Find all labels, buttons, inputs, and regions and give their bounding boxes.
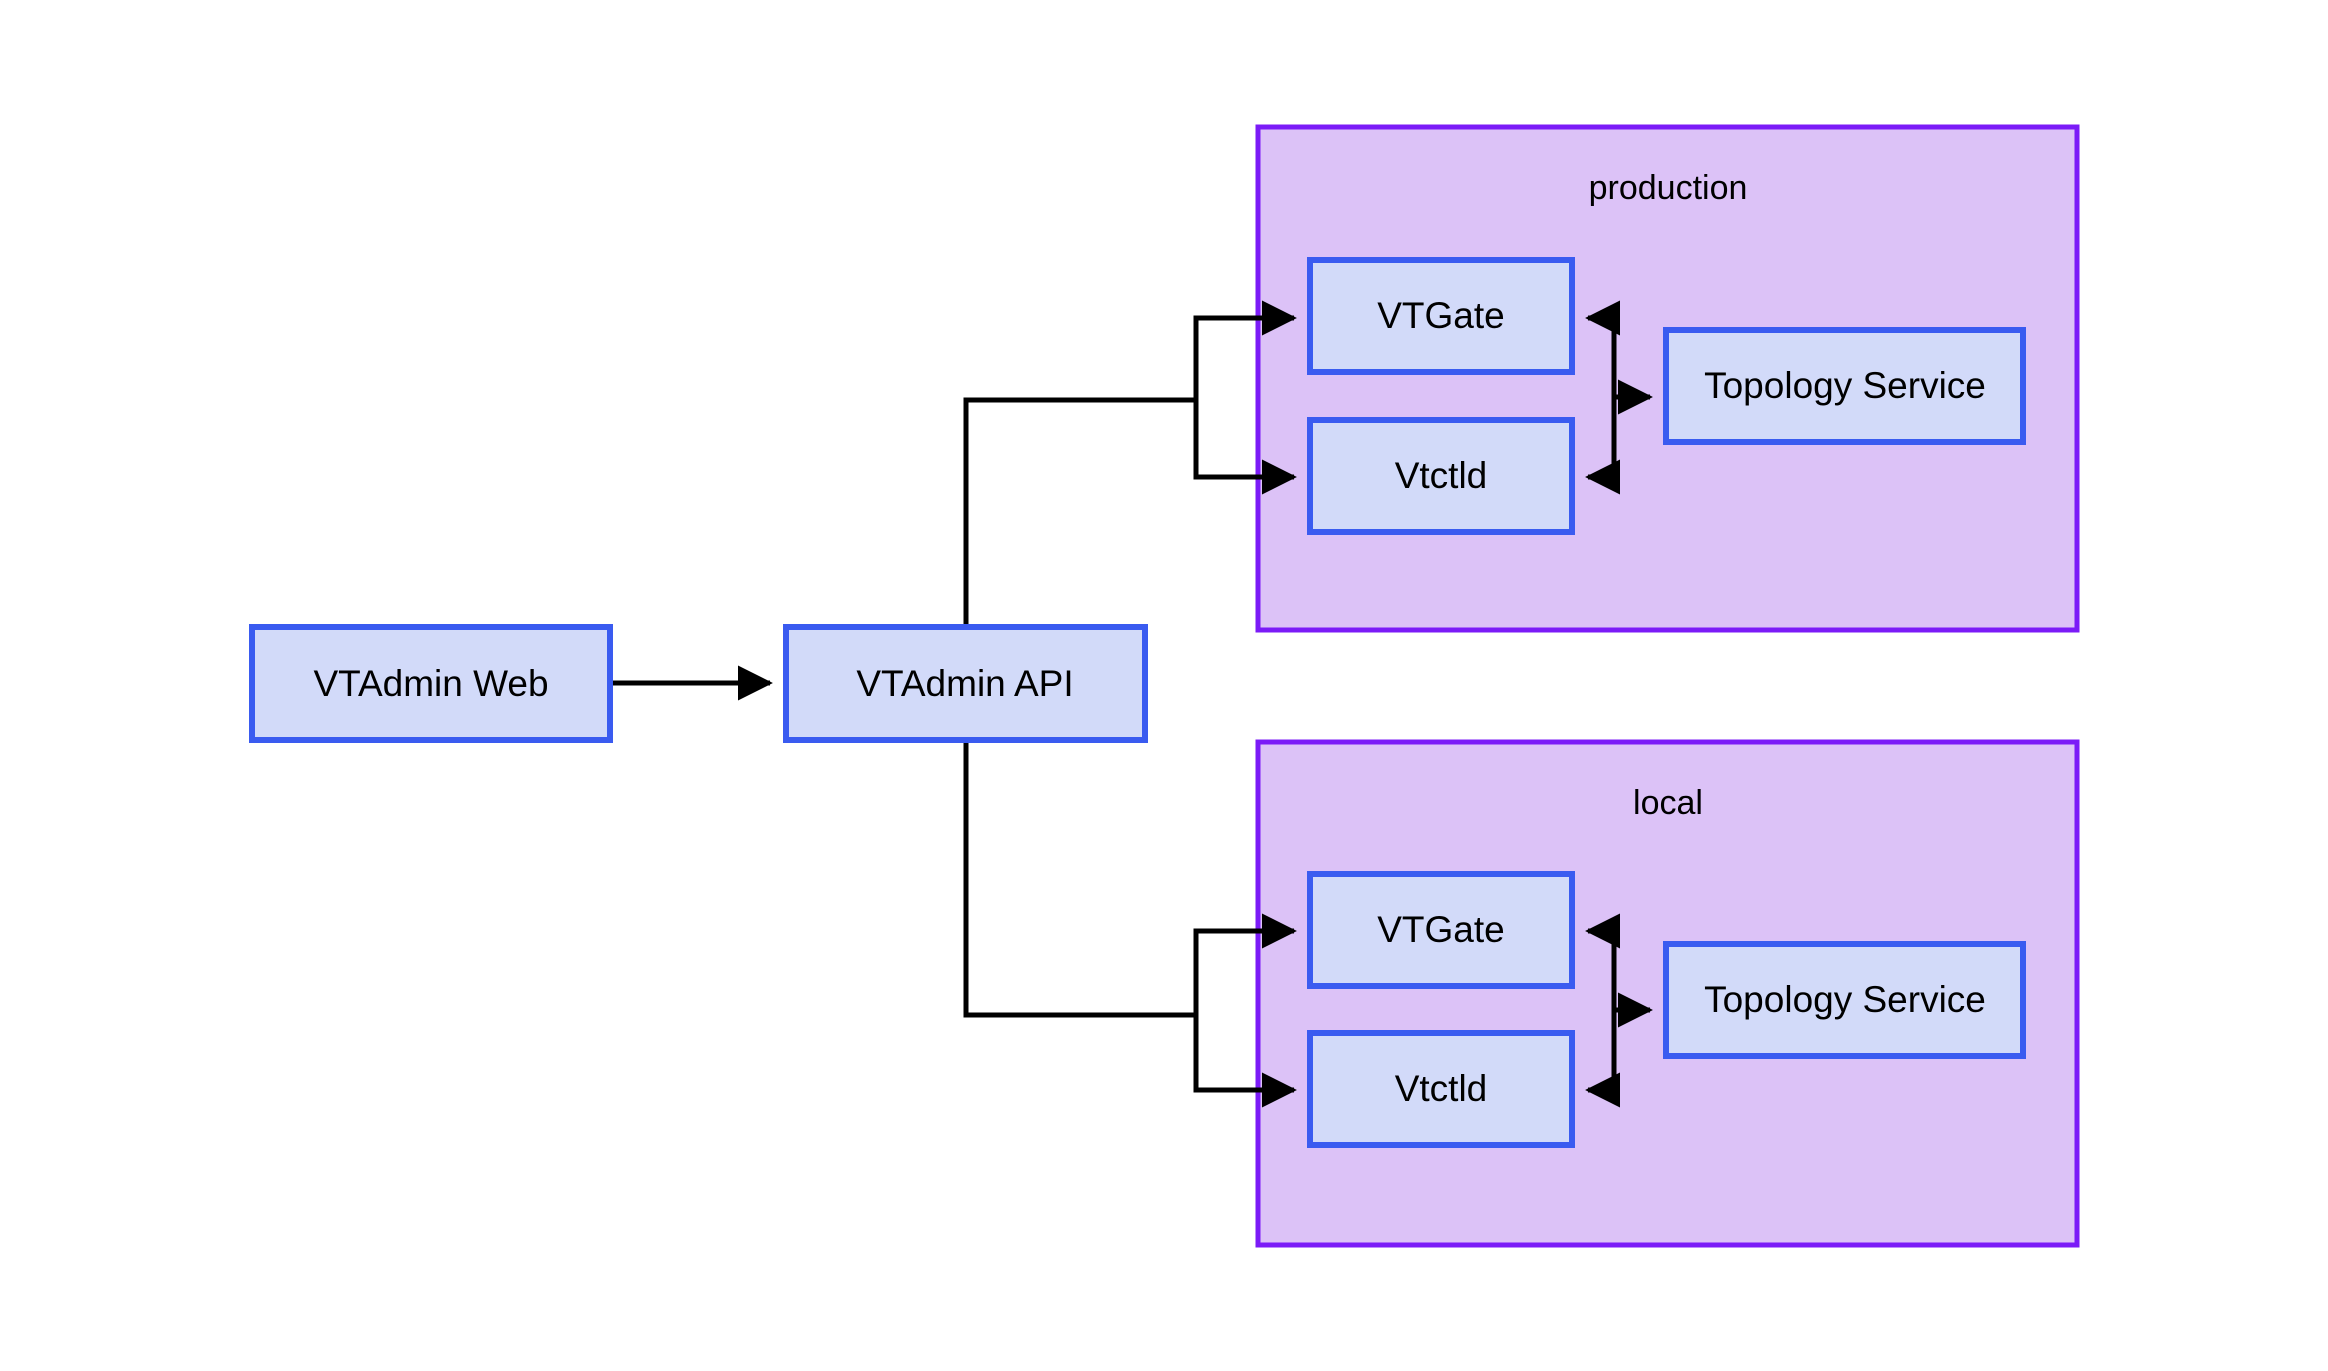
edge-api-to-local-trunk [963, 740, 1196, 1018]
node-vtadmin-web-rect [249, 624, 613, 743]
node-local-vtgate-label: VTGate [1377, 909, 1505, 950]
node-production-vtctld-label: Vtctld [1395, 455, 1488, 496]
node-local-vtgate[interactable]: VTGate [1307, 871, 1575, 989]
node-vtadmin-api[interactable]: VTAdmin API [783, 624, 1148, 743]
node-local-topology-service[interactable]: Topology Service [1663, 941, 2026, 1059]
node-production-topology-service-rect [1663, 327, 2026, 445]
node-local-vtctld-label: Vtctld [1395, 1068, 1488, 1109]
node-production-vtgate[interactable]: VTGate [1307, 257, 1575, 375]
node-local-vtgate-rect [1307, 871, 1575, 989]
node-vtadmin-api-rect [783, 624, 1148, 743]
node-local-vtctld[interactable]: Vtctld [1307, 1030, 1575, 1148]
edge-api-to-prod-vtgate [1193, 300, 1297, 400]
node-production-vtctld[interactable]: Vtctld [1307, 417, 1575, 535]
cluster-production-label: production [1589, 169, 1748, 207]
node-vtadmin-web-label: VTAdmin Web [313, 663, 548, 704]
node-local-topology-service-rect [1663, 941, 2026, 1059]
edge-api-to-local-vtgate [1193, 913, 1297, 1015]
edge-api-to-production-trunk [963, 397, 1196, 627]
node-production-vtctld-rect [1307, 417, 1575, 535]
node-local-topology-service-label: Topology Service [1704, 979, 1986, 1020]
node-production-vtgate-rect [1307, 257, 1575, 375]
node-production-vtgate-label: VTGate [1377, 295, 1505, 336]
node-production-topology-service[interactable]: Topology Service [1663, 327, 2026, 445]
node-local-vtctld-rect [1307, 1030, 1575, 1148]
cluster-local-label: local [1633, 784, 1703, 822]
edge-api-to-local-vtctld [1193, 1015, 1297, 1108]
node-vtadmin-web[interactable]: VTAdmin Web [249, 624, 613, 743]
node-vtadmin-api-label: VTAdmin API [856, 663, 1073, 704]
edge-api-to-prod-vtctld [1193, 400, 1297, 495]
node-production-topology-service-label: Topology Service [1704, 365, 1986, 406]
